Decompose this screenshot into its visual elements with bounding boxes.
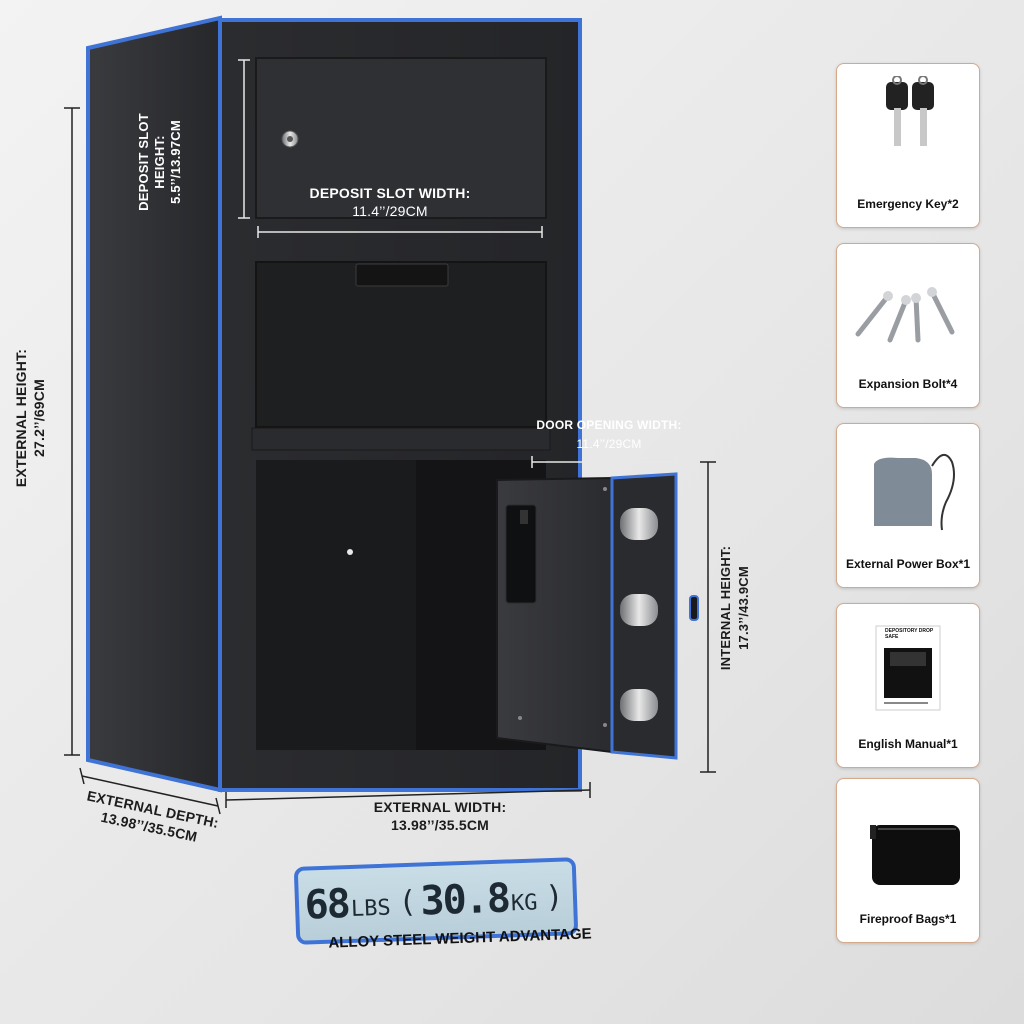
accessory-card-fireproof-bag: Fireproof Bags*1 bbox=[836, 778, 980, 943]
accessory-card-manual: DEPOSITORY DROP SAFE English Manual*1 bbox=[836, 603, 980, 768]
accessory-card-power-box: External Power Box*1 bbox=[836, 423, 980, 588]
paren-close: ) bbox=[544, 879, 564, 915]
weight-kg-value: 30.8 bbox=[419, 875, 510, 925]
accessory-card-expansion-bolt: Expansion Bolt*4 bbox=[836, 243, 980, 408]
deposit-slot-height-label: DEPOSIT SLOT HEIGHT: 5.5’’/13.97CM bbox=[136, 96, 184, 228]
deposit-slot-height-title: DEPOSIT SLOT bbox=[136, 113, 151, 211]
external-width-value: 13.98’’/35.5CM bbox=[390, 817, 489, 833]
accessory-label: Fireproof Bags*1 bbox=[859, 912, 957, 926]
external-height-title: EXTERNAL HEIGHT: bbox=[13, 348, 29, 488]
external-width-title: EXTERNAL WIDTH: bbox=[373, 799, 507, 815]
deposit-slot-height-sub: HEIGHT: bbox=[152, 135, 167, 189]
external-height-value: 27.2’’/69CM bbox=[31, 379, 47, 457]
internal-height-label: INTERNAL HEIGHT: 17.3’’/43.9CM bbox=[717, 513, 753, 703]
external-width-label: EXTERNAL WIDTH: 13.98’’/35.5CM bbox=[340, 798, 540, 834]
weight-lbs-unit: LBS bbox=[350, 895, 392, 922]
accessory-label: English Manual*1 bbox=[858, 737, 958, 751]
manual-icon bbox=[875, 625, 941, 711]
weight-kg-unit: KG bbox=[510, 889, 538, 916]
internal-height-value: 17.3’’/43.9CM bbox=[736, 566, 751, 650]
key-icon bbox=[886, 76, 934, 146]
deposit-slot-width-value: 11.4’’/29CM bbox=[352, 203, 428, 219]
accessory-label: Emergency Key*2 bbox=[857, 197, 959, 211]
external-height-label: EXTERNAL HEIGHT: 27.2’’/69CM bbox=[12, 318, 48, 518]
paren-open: ( bbox=[397, 884, 418, 920]
door-opening-width-title: DOOR OPENING WIDTH: bbox=[536, 418, 682, 432]
door-opening-width-label: DOOR OPENING WIDTH: 11.4’’/29CM bbox=[514, 416, 704, 454]
accessory-label: Expansion Bolt*4 bbox=[858, 377, 958, 391]
deposit-slot-width-label: DEPOSIT SLOT WIDTH: 11.4’’/29CM bbox=[290, 184, 490, 220]
bolt-icon bbox=[855, 287, 955, 343]
accessory-card-emergency-key: Emergency Key*2 bbox=[836, 63, 980, 228]
internal-height-title: INTERNAL HEIGHT: bbox=[718, 545, 733, 671]
power-box-icon bbox=[874, 454, 955, 531]
accessory-label: External Power Box*1 bbox=[845, 557, 971, 571]
weight-lbs-value: 68 bbox=[303, 881, 350, 929]
manual-cover-title: DEPOSITORY DROP SAFE bbox=[885, 628, 934, 640]
deposit-slot-height-value: 5.5’’/13.97CM bbox=[168, 120, 183, 204]
door-opening-width-value: 11.4’’/29CM bbox=[576, 437, 642, 451]
deposit-slot-width-title: DEPOSIT SLOT WIDTH: bbox=[309, 185, 471, 201]
bag-icon bbox=[870, 825, 960, 885]
